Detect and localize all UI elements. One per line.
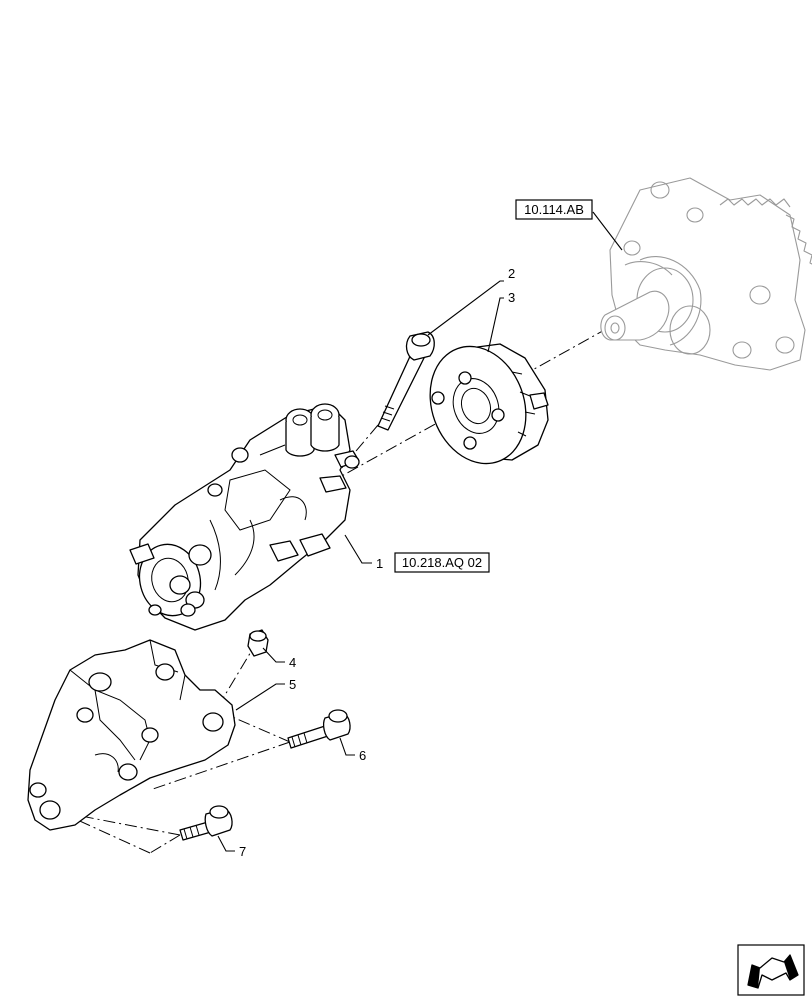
long-bolt [377,331,435,431]
callout-6: 6 [359,748,366,763]
reference-injection-pump[interactable]: 10.218.AQ 02 [394,552,490,573]
callout-2: 2 [508,266,515,281]
bracket [27,639,236,831]
callout-4: 4 [289,655,296,670]
reference-injection-pump-label[interactable]: 10.218.AQ 02 [402,555,482,570]
reference-gear-housing[interactable]: 10.114.AB [515,199,593,220]
nut [247,629,269,657]
leader-lines [217,211,623,852]
reference-gear-housing-label[interactable]: 10.114.AB [524,202,584,217]
callout-numbers: 2 3 1 4 5 6 7 [239,266,515,859]
bolt-6 [287,709,351,749]
callout-5: 5 [289,677,296,692]
gear-housing [600,177,812,371]
arrow-navigation-icon[interactable] [737,944,805,996]
bolt-7 [179,805,233,841]
coupling-hub [429,343,549,465]
callout-3: 3 [508,290,515,305]
callout-7: 7 [239,844,246,859]
callout-1: 1 [376,556,383,571]
injection-pump [129,403,360,631]
